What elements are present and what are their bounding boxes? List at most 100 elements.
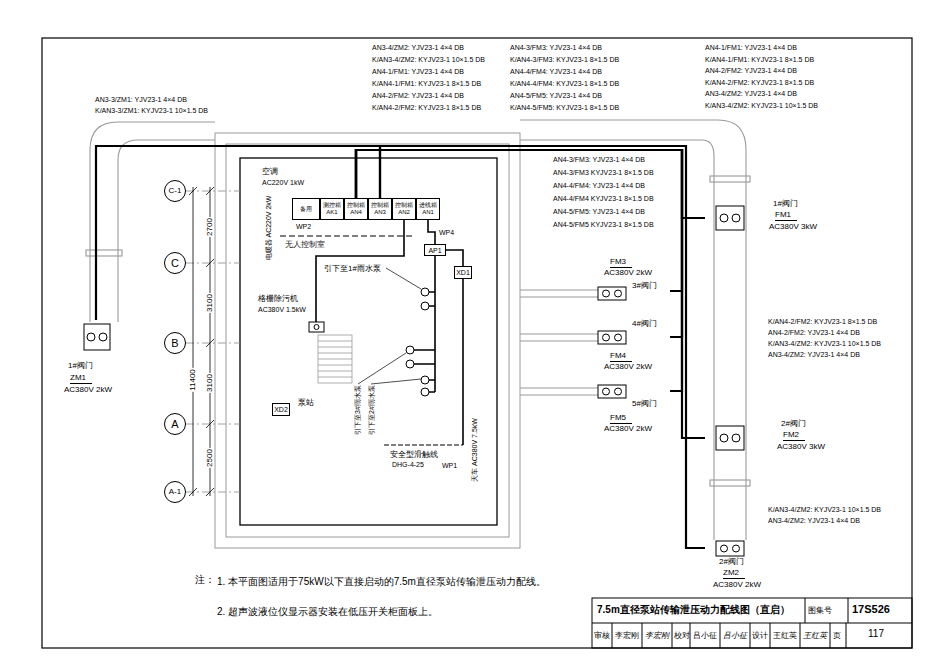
junction-box: XD2 [272,403,290,416]
title-block [592,598,912,648]
title-block [720,623,721,648]
dimension-line [206,187,214,195]
axis-bubble: B [164,332,186,354]
dimension-line [206,259,214,267]
pipe [520,120,746,540]
valve-label: AC380V 2kW [604,363,652,372]
title-block [750,623,751,648]
cell-label: 备用 [293,206,319,213]
circuit-number: WP2 [296,223,311,231]
cable-label: AN4-4/FM4: YJV23-1 4×4 DB [510,68,602,76]
power-wire [434,256,436,392]
axis-bubble: C-1 [164,180,186,202]
valve-label: AC380V 3kW [777,443,825,452]
axis-line [186,191,240,492]
valve-label: ZM2 [723,569,745,579]
title-block-field: 图集号 [808,606,832,615]
room-wall [240,158,497,525]
title-block-field: 李宏刚 [615,631,639,640]
cell-label: 控制箱 AN2 [393,202,415,215]
title-block-field: 审核 [594,631,610,640]
cable-label: AN4-2/FM2: YJV23-1 4×4 DB [372,92,464,100]
drawing-frame [42,38,912,648]
axis-bubble: C [164,252,186,274]
title-block-field: 王红英 [773,631,797,640]
power-cable [96,146,380,320]
drawing-frame [42,38,912,648]
valve-symbol [615,388,622,395]
cable-label: K/AN4-2/FM2: KYJV23-1 8×1.5 DB [705,79,814,87]
pipe [520,388,598,395]
valve-actuator: 5#阀门FM5AC380V 2kW [588,382,670,438]
axis-label: C [171,258,179,269]
cable-label: AN4-1/FM1: YJV23-1 4×4 DB [705,44,797,52]
valve-label: ZM1 [70,374,92,384]
grate-machine-symbol [314,325,319,330]
cable-label: AN3-4/ZM2: YJV23-1 4×4 DB [705,90,797,98]
junction-box: XD1 [454,266,472,279]
axis-line [186,492,240,493]
signature: 王红英 [803,631,827,640]
cable-label: AN4-4/FM4 KYJV23-1 8×1.5 DB [553,195,654,203]
cell-label: 进线箱 AN1 [417,202,439,215]
valve-label: 4#阀门 [632,320,657,329]
title-block [642,623,643,648]
building-wall [226,144,509,537]
stair-hatch [318,371,352,372]
axis-line [186,343,240,344]
title-block [800,623,801,648]
valve-label: FM4 [610,352,632,362]
partition-line [280,236,415,237]
stair-hatch [318,353,352,354]
dimension: 3100 [206,293,214,313]
trolley-wire [384,444,463,445]
switchgear-cell: 控制箱 AN3 [368,198,392,220]
room-name: 无人控制室 [285,240,325,249]
pipe [520,290,598,297]
atlas-number: 17S526 [852,603,890,616]
stair-hatch [318,341,352,342]
valve-symbol [721,545,728,552]
title-block [830,623,831,648]
switchgear-cell: 进线箱 AN1 [416,198,440,220]
pipe [520,334,598,341]
valve-label: AC380V 2kW [604,269,652,278]
valve-label: FM1 [775,211,797,221]
circuit-number: WP4 [439,229,454,237]
building-wall [215,133,520,548]
room-name: 泵站 [298,398,314,407]
cable-label: K/AN4-2/FM2: KYJV23-1 8×1.5 DB [372,104,481,112]
power-cable [356,150,705,218]
callout-text: 引下至3#雨水泵 [354,385,361,435]
power-wire [428,220,435,244]
pipe [118,140,215,322]
cable-label: K/AN4-5/FM5: KYJV23-1 8×1.5 DB [510,104,619,112]
equipment-rating: AC220V 1kW [262,179,304,187]
room-wall [240,158,497,525]
leader-line [386,268,421,289]
valve-label: FM3 [610,258,632,268]
leader-line [358,268,421,384]
equipment-name: 天车 AC380V 7.5kW [471,418,478,482]
pipe [90,122,215,322]
title-block-field: 设计 [752,631,768,640]
stair-hatch [318,335,352,383]
valve-symbol [732,434,740,442]
cable-label: AN4-1/FM1: YJV23-1 4×4 DB [372,68,464,76]
pipe [710,176,750,182]
cable-label: K/AN3-4/ZM2: KYJV23-1 10×1.5 DB [372,56,485,64]
power-cable [380,146,705,548]
axis-bubble: A-1 [164,481,186,503]
circuit-number: WP1 [442,462,457,470]
cable-label: AN3-3/ZM1: YJV23-1 4×4 DB [95,96,187,104]
valve-symbol [615,334,622,341]
pipe [86,250,122,256]
switchgear-cell: 备用 [292,198,320,220]
dimension-line [206,339,214,347]
title-block [592,598,912,648]
signature: 吕小征 [723,631,747,640]
stair-hatch [318,347,352,348]
valve-label: 3#阀门 [632,282,657,291]
cable-label: K/AN3-3/ZM1: KYJV23-1 10×1.5 DB [95,107,208,115]
equipment-name: 空调 [262,167,278,176]
